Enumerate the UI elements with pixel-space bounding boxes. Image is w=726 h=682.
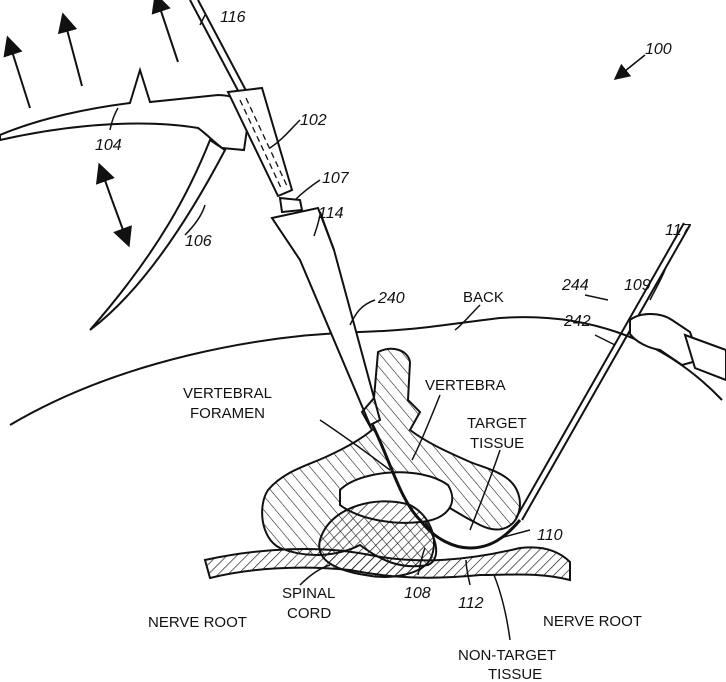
- cannula-114: [272, 198, 380, 425]
- ref-114: 114: [318, 205, 344, 222]
- ref-106: 106: [185, 233, 212, 250]
- label-nerve-root-left: NERVE ROOT: [148, 614, 247, 631]
- hand-109: [630, 314, 726, 380]
- label-spinal: SPINAL: [282, 585, 335, 602]
- ref-242: 242: [563, 313, 591, 330]
- ref-240: 240: [377, 290, 405, 307]
- ref-244: 244: [561, 277, 589, 294]
- handle-assembly: [0, 70, 250, 330]
- ref-109: 109: [624, 277, 651, 294]
- ref-100: 100: [645, 41, 672, 58]
- ref-100-arrow: [620, 55, 645, 75]
- label-cord: CORD: [287, 605, 331, 622]
- label-nerve-root-right: NERVE ROOT: [543, 613, 642, 630]
- ref-117: 117: [665, 222, 692, 239]
- second-instrument-117: [516, 223, 690, 520]
- ref-108: 108: [404, 585, 431, 602]
- ref-116: 116: [220, 9, 246, 26]
- label-target-tissue: TISSUE: [470, 435, 524, 452]
- ref-112: 112: [458, 595, 484, 612]
- label-non-target-tissue: TISSUE: [488, 666, 542, 682]
- ref-110: 110: [537, 527, 563, 544]
- label-target: TARGET: [467, 415, 527, 432]
- label-back: BACK: [463, 289, 504, 306]
- ref-107: 107: [322, 170, 350, 187]
- label-non-target: NON-TARGET: [458, 647, 556, 664]
- ref-102: 102: [300, 112, 327, 129]
- label-vertebral: VERTEBRAL: [183, 385, 272, 402]
- label-vertebra: VERTEBRA: [425, 377, 506, 394]
- label-foramen: FORAMEN: [190, 405, 265, 422]
- upper-handle-arm: [0, 70, 250, 150]
- ref-104: 104: [95, 137, 122, 154]
